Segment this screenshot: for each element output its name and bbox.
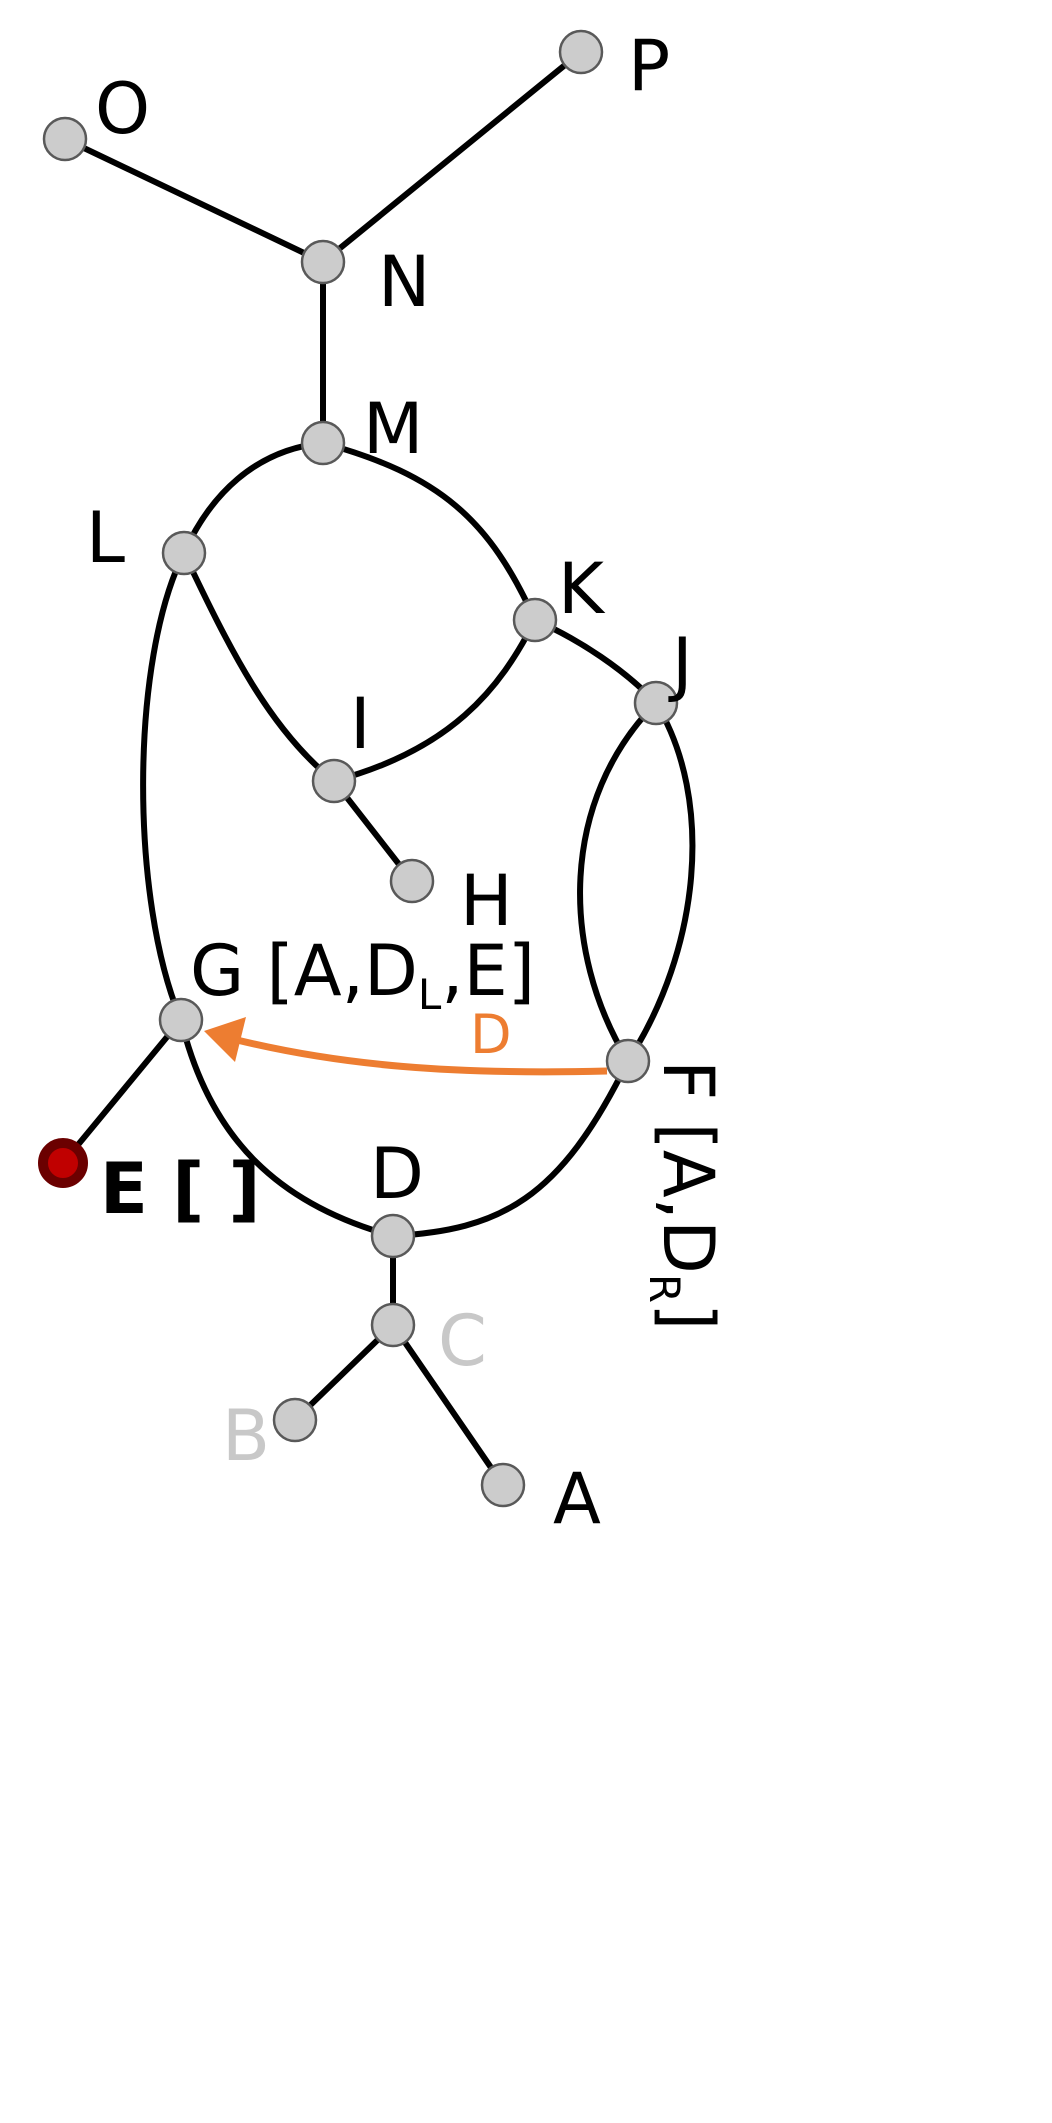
- node-j: [633, 680, 679, 726]
- node-g: [158, 997, 204, 1043]
- label-b: B: [222, 1395, 270, 1477]
- edges: [60, 49, 696, 1488]
- message-arrow: D: [204, 1003, 608, 1076]
- node-n: [300, 239, 346, 285]
- node-o: [42, 116, 88, 162]
- message-label: D: [470, 1003, 512, 1066]
- node-l: [161, 530, 207, 576]
- label-h: H: [460, 860, 513, 942]
- node-f: [605, 1038, 651, 1084]
- node-c: [370, 1302, 416, 1348]
- label-e-list: [ ]: [148, 1148, 261, 1230]
- edge-l-g: [140, 550, 187, 1023]
- message-arrow-line: [236, 1036, 608, 1076]
- node-k: [512, 597, 558, 643]
- label-g-list-open: [A,D: [244, 930, 418, 1012]
- node-d: [370, 1213, 416, 1259]
- node-p: [558, 29, 604, 75]
- node-b: [272, 1397, 318, 1443]
- edge-m-k: [320, 440, 538, 623]
- label-g-name: G: [190, 930, 244, 1012]
- node-e: [38, 1138, 88, 1188]
- label-m: M: [363, 388, 423, 470]
- label-j: J: [668, 623, 693, 705]
- message-arrowhead: [204, 1017, 246, 1062]
- label-i: I: [350, 683, 371, 765]
- edge-j-f-left: [577, 700, 659, 1064]
- edge-j-f-right: [625, 700, 696, 1064]
- node-h: [389, 858, 435, 904]
- label-n: N: [378, 241, 430, 323]
- label-g: G [A,DL,E]: [190, 930, 535, 1019]
- label-g-list-sub: L: [418, 970, 442, 1019]
- label-f-list-sub: R: [640, 1274, 689, 1303]
- node-m: [300, 420, 346, 466]
- node-i: [311, 758, 357, 804]
- node-a: [480, 1462, 526, 1508]
- label-d: D: [370, 1133, 424, 1215]
- label-o: O: [95, 68, 150, 150]
- nodes: [38, 29, 679, 1508]
- label-a: A: [553, 1458, 601, 1540]
- edge-k-i: [331, 617, 538, 784]
- label-l: L: [86, 497, 125, 579]
- edge-l-i: [181, 550, 337, 784]
- labels: O P N M L K J I H G [A,DL,E] F [A,DR] E …: [86, 25, 729, 1540]
- label-p: P: [628, 25, 670, 107]
- edge-g-d: [178, 1017, 396, 1239]
- edge-m-l: [181, 440, 326, 556]
- label-f-list-open: [A,D: [647, 1100, 729, 1274]
- label-f: F [A,DR]: [640, 1060, 729, 1330]
- edge-p-n: [320, 49, 584, 265]
- edge-o-n: [62, 136, 326, 265]
- label-f-name: F: [647, 1060, 729, 1100]
- label-e-name: E: [100, 1148, 148, 1230]
- edge-c-a: [390, 1322, 506, 1488]
- label-g-list-close: ,E]: [441, 930, 535, 1012]
- edge-g-e: [60, 1017, 184, 1166]
- edge-c-b: [292, 1322, 396, 1423]
- label-e: E [ ]: [100, 1148, 261, 1230]
- label-f-list-close: ]: [647, 1303, 729, 1330]
- label-k: K: [558, 548, 606, 630]
- label-c: C: [438, 1300, 487, 1382]
- edge-f-d: [390, 1058, 631, 1239]
